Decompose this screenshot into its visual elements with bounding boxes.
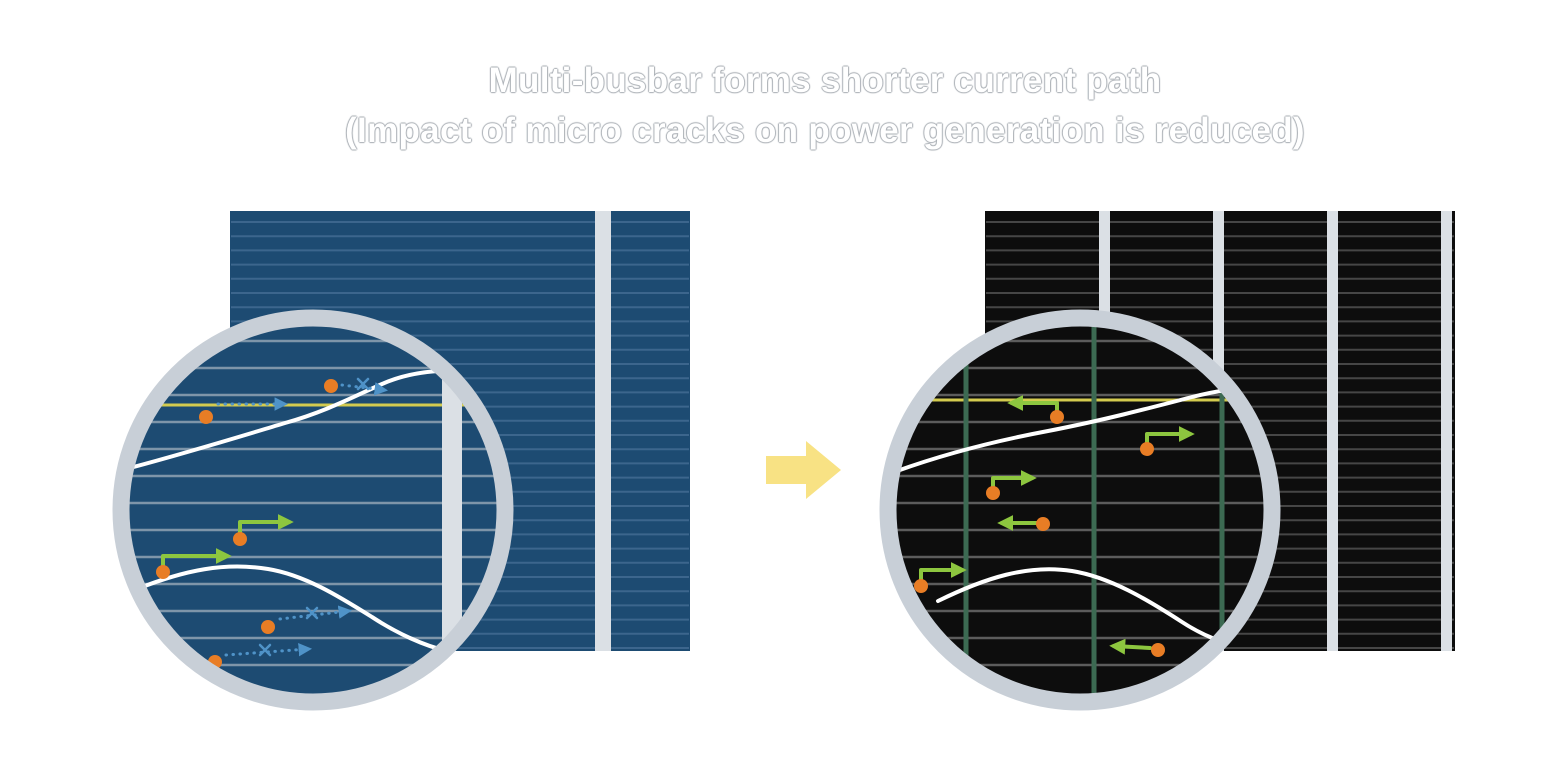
transition-arrow [766,441,841,499]
single-busbar [595,211,611,651]
micro-crack-lower-right [936,567,1248,649]
electron-dot [1036,517,1050,531]
micro-crack-upper-left [129,369,442,471]
blocked-x-mark [258,643,272,657]
electron-dot [914,579,928,593]
electron-dot [199,410,213,424]
multi-busbar-4 [1441,211,1452,651]
right-magnifier-ring [879,309,1281,711]
blocked-x-mark [305,606,319,620]
current-path-arrow [1109,638,1152,655]
magnified-single-busbar [442,326,462,694]
micro-crack-lower-left [135,564,454,654]
multi-busbar-3 [1327,211,1338,651]
electron-dot [986,486,1000,500]
electron-dot [156,565,170,579]
right-magnifier-lens [896,326,1264,694]
right-magnifier-fingers [896,339,1264,667]
title-line-1: Multi-busbar forms shorter current path [488,61,1162,100]
electron-dot [261,620,275,634]
left-magnifier-ring [112,309,514,711]
electron-dot [1050,410,1064,424]
blocked-current-path [340,382,389,396]
left-magnifier [112,309,514,711]
electron-dot [233,532,247,546]
title-line-2: (Impact of micro cracks on power generat… [345,110,1305,150]
electron-dot [1140,442,1154,456]
blocked-x-mark [356,377,370,391]
diagram-title: Multi-busbar forms shorter current path … [0,56,1558,155]
electron-dot [1151,643,1165,657]
electron-dot [324,379,338,393]
left-magnifier-lens [129,326,497,694]
right-magnifier [879,309,1281,711]
